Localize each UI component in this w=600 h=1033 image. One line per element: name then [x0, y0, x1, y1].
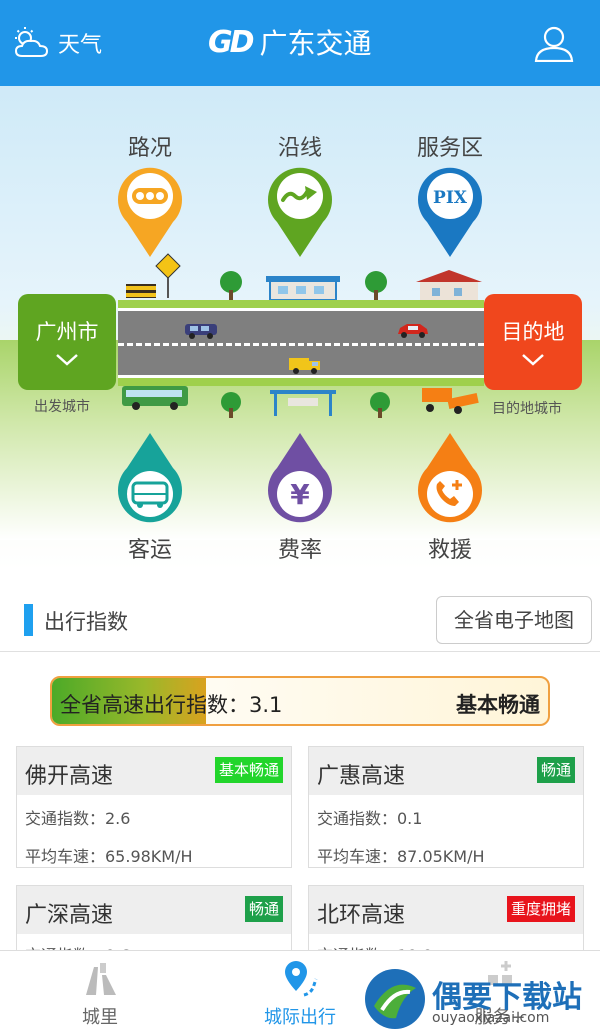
user-icon [534, 26, 574, 63]
location-route-icon [285, 961, 318, 997]
province-travel-index-bar[interactable]: 全省高速出行指数：3.1 基本畅通 [50, 676, 550, 726]
watermark-logo-icon [365, 969, 425, 1029]
status-badge: 畅通 [244, 896, 283, 922]
province-map-button[interactable]: 全省电子地图 [436, 596, 592, 644]
index-summary-status: 基本畅通 [456, 693, 540, 717]
bottom-tab-bar: 城里 城际出行 服务+ [0, 950, 600, 1033]
phone-plus-icon [436, 480, 462, 506]
pin-label-rescue: 救援 [427, 538, 472, 563]
origin-city-name: 广州市 [35, 320, 99, 344]
destination-caption: 目的地城市 [492, 401, 562, 417]
rescue-pin[interactable] [415, 432, 485, 528]
section-title: 出行指数 [44, 610, 128, 634]
route-along-pin[interactable] [265, 162, 335, 258]
grid-plus-icon [488, 961, 512, 985]
road-card-header: 广惠高速 畅通 [309, 747, 583, 795]
watermark: 偶要下载站 ouyaoxiazai.com [362, 966, 600, 1033]
roadside-scenery-bottom [122, 386, 479, 418]
highway-road [118, 308, 484, 378]
traffic-index-line: 交通指数：0.1 [317, 809, 423, 828]
status-badge: 基本畅通 [214, 757, 283, 783]
index-summary-text: 全省高速出行指数：3.1 [60, 693, 283, 717]
traffic-light-icon [132, 188, 168, 204]
road-card-header: 佛开高速 基本畅通 [17, 747, 291, 795]
logo-badge: GD [208, 24, 254, 60]
user-profile-button[interactable] [534, 26, 574, 66]
car-red-icon [398, 324, 428, 338]
tab-services[interactable]: 服务+ [400, 951, 600, 1033]
road-card[interactable]: 佛开高速 基本畅通 交通指数：2.6 平均车速：65.98KM/H [16, 746, 292, 868]
service-area-pin[interactable]: PIX [415, 162, 485, 258]
watermark-url: ouyaoxiazai.com [432, 1010, 550, 1026]
toll-rate-pin[interactable]: ¥ [265, 432, 335, 528]
origin-caption: 出发城市 [34, 399, 90, 415]
destination-city-selector[interactable]: 目的地 [484, 294, 582, 390]
car-van-icon [185, 324, 217, 339]
tab-intercity[interactable]: 城际出行 [200, 951, 400, 1033]
tab-city[interactable]: 城里 [0, 951, 200, 1033]
bus-icon [131, 481, 169, 508]
tab-label: 城里 [82, 1007, 118, 1028]
tab-label: 城际出行 [264, 1007, 336, 1028]
app-logo: GD 广东交通 [208, 22, 372, 62]
weather-label: 天气 [58, 33, 103, 58]
app-header: 天气 GD 广东交通 [0, 0, 600, 86]
travel-index-section-header: 出行指数 全省电子地图 [0, 580, 600, 652]
road-verge-bottom [118, 378, 484, 386]
pin-label-service: 服务区 [416, 136, 483, 161]
city-road-icon [86, 963, 116, 995]
car-yellow-truck-icon [289, 358, 320, 374]
avg-speed-line: 平均车速：65.98KM/H [25, 847, 193, 866]
weather-cloud-icon [14, 27, 49, 57]
destination-city-name: 目的地 [501, 320, 565, 344]
app-title: 广东交通 [259, 27, 372, 60]
traffic-index-line: 交通指数：2.6 [25, 809, 131, 828]
route-arrow-icon [281, 186, 317, 202]
watermark-text: 偶要下载站 [432, 980, 582, 1015]
road-name: 广深高速 [25, 903, 114, 928]
road-card-header: 北环高速 重度拥堵 [309, 886, 583, 934]
index-progress-fill [52, 678, 206, 724]
route-hero: 路况 沿线 服务区 PIX 广州市 出发城市 目的地 目的地城市 [0, 86, 600, 570]
service-area-icon: PIX [433, 188, 468, 208]
passenger-transport-pin[interactable] [115, 432, 185, 528]
status-badge: 畅通 [536, 757, 575, 783]
road-lane-marking [118, 343, 484, 346]
section-accent-bar [24, 604, 33, 636]
pin-label-bus: 客运 [127, 538, 172, 563]
weather-button[interactable]: 天气 [12, 26, 102, 60]
origin-city-selector[interactable]: 广州市 [18, 294, 116, 390]
chevron-down-icon [56, 354, 78, 366]
road-name: 广惠高速 [317, 764, 406, 789]
road-name: 北环高速 [317, 903, 406, 928]
road-card-header: 广深高速 畅通 [17, 886, 291, 934]
chevron-down-icon [522, 354, 544, 366]
road-verge-top [118, 300, 484, 310]
road-name: 佛开高速 [25, 764, 114, 789]
pin-label-route: 沿线 [277, 136, 322, 161]
traffic-condition-pin[interactable] [115, 162, 185, 258]
tab-label: 服务+ [474, 1007, 526, 1028]
pin-label-toll: 费率 [277, 538, 322, 563]
yuan-icon: ¥ [290, 478, 310, 511]
road-card[interactable]: 广惠高速 畅通 交通指数：0.1 平均车速：87.05KM/H [308, 746, 584, 868]
status-badge: 重度拥堵 [506, 896, 575, 922]
roadside-scenery-top [126, 253, 482, 301]
avg-speed-line: 平均车速：87.05KM/H [317, 847, 485, 866]
pin-label-traffic: 路况 [127, 136, 172, 161]
